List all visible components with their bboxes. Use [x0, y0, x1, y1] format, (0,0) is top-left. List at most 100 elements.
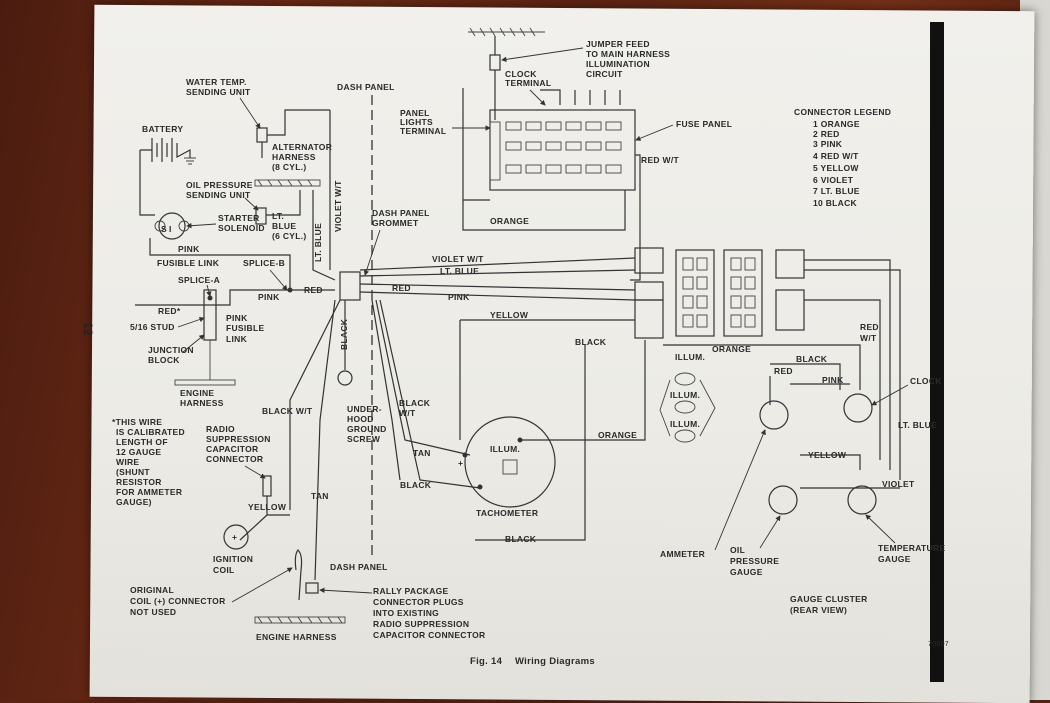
connector-pin	[730, 314, 742, 328]
tan-wire-vertical	[314, 299, 336, 581]
pink-mid-label: PINK	[258, 292, 280, 302]
tach-illum-label: ILLUM.	[490, 444, 520, 454]
oil-sender	[255, 207, 267, 225]
oil-sender-label-1: OIL PRESSURE	[186, 180, 253, 190]
engine-harness-bottom-hatch	[257, 616, 343, 624]
engine-vertical-wires	[312, 110, 336, 281]
clock-label: CLOCK	[910, 376, 942, 386]
note-line-8: FOR AMMETER	[116, 487, 182, 497]
grommet-pointer	[363, 229, 381, 276]
solenoid-i-label: I	[169, 224, 172, 234]
connector-block-a	[675, 249, 715, 337]
note-line-6: (SHUNT	[116, 467, 150, 477]
fusible-link-label: FUSIBLE LINK	[157, 258, 220, 268]
battery-cable	[139, 150, 155, 216]
connector-block-b	[723, 249, 763, 337]
red-star-label: RED*	[158, 306, 181, 316]
ltblue-vertical-label: LT. BLUE	[313, 223, 323, 262]
clock-gauge	[843, 393, 873, 423]
alternator-harness-hatch	[257, 179, 313, 187]
splice-a-label: SPLICE-A	[178, 275, 220, 285]
black-right-label: BLACK	[575, 337, 607, 347]
legend-entry-3: 3 PINK	[813, 139, 843, 149]
stud-label: 5/16 STUD	[130, 322, 175, 332]
battery-ground-symbol	[184, 157, 196, 165]
violet-cluster-label: VIOLET	[882, 479, 915, 489]
gauge-cluster-label-1: GAUGE CLUSTER	[790, 594, 868, 604]
ltblue-wire	[359, 269, 636, 277]
red-wt-cluster-label-2: W/T	[860, 333, 877, 343]
fuse-panel-pointer	[635, 124, 674, 141]
under-hood-label-2: HOOD	[347, 414, 374, 424]
jumper-connector	[489, 54, 501, 71]
red-wt-fuse-label: RED W/T	[641, 155, 679, 165]
engine-harness-bar	[174, 379, 236, 386]
splice-b-dot	[287, 287, 293, 293]
connector-pin	[682, 257, 694, 271]
black-bottom-label: BLACK	[505, 534, 537, 544]
legend-entry-8: 10 BLACK	[813, 198, 858, 208]
black-wt-wire	[289, 299, 341, 510]
rally-label-2: CONNECTOR PLUGS	[373, 597, 464, 607]
radio-label-1: RADIO	[206, 424, 235, 434]
page-number: 12	[81, 322, 95, 336]
water-temp-sender	[256, 127, 268, 143]
rally-pointer	[319, 587, 373, 594]
oil-gauge-pointer	[759, 515, 781, 549]
pink-cluster-label: PINK	[822, 375, 844, 385]
tach-bulb	[502, 459, 518, 475]
connector-pin	[730, 295, 742, 309]
black-wire-diag	[371, 299, 401, 481]
water-temp-wire	[267, 109, 330, 136]
legend-entry-2: 2 RED	[813, 129, 840, 139]
original-pointer	[231, 567, 293, 603]
jumper-hatch	[469, 27, 536, 37]
engine-harness-label-1: ENGINE	[180, 388, 214, 398]
radio-label-3: CAPACITOR	[206, 444, 258, 454]
fuse-15	[545, 164, 562, 174]
splice-a-dot	[207, 295, 213, 301]
connector-pin	[696, 257, 708, 271]
fuse-14	[525, 164, 542, 174]
red-cluster-label: RED	[774, 366, 793, 376]
under-hood-label-1: UNDER-	[347, 404, 382, 414]
illum-links	[659, 379, 716, 437]
tach-pin-3	[517, 437, 523, 443]
ignition-coil	[223, 524, 249, 550]
connector-right-top	[775, 249, 805, 279]
illum-bulb-3	[674, 429, 696, 443]
battery-label: BATTERY	[142, 124, 183, 134]
jumper-label-2: TO MAIN HARNESS	[586, 49, 670, 59]
ignition-label-1: IGNITION	[213, 554, 253, 564]
pink-fusible-label-2: FUSIBLE	[226, 323, 264, 333]
original-label-1: ORIGINAL	[130, 585, 174, 595]
connector-pin	[682, 314, 694, 328]
fuse-1	[505, 121, 522, 131]
water-temp-label-2: SENDING UNIT	[186, 87, 251, 97]
note-line-7: RESISTOR	[116, 477, 162, 487]
orange-top-wire	[462, 190, 626, 231]
rally-connector	[305, 582, 319, 594]
temperature-gauge	[847, 485, 877, 515]
legend-entry-4: 4 RED W/T	[813, 151, 859, 161]
legend-entry-5: 5 YELLOW	[813, 163, 859, 173]
tan-v-label: TAN	[311, 491, 329, 501]
fuse-panel-terminals	[540, 89, 621, 105]
orange-cluster-wire	[663, 344, 861, 390]
red-h-label: RED	[392, 283, 411, 293]
dash-panel-top-label: DASH PANEL	[337, 82, 395, 92]
red-wt-cluster-label-1: RED	[860, 322, 879, 332]
black-tach-label: BLACK	[400, 480, 432, 490]
jumper-pointer	[501, 47, 584, 63]
clock-terminal-label-1: CLOCK	[505, 69, 537, 79]
black-cluster-wire	[770, 363, 841, 390]
figure-number: Fig. 14	[470, 656, 503, 667]
starter-solenoid	[158, 212, 186, 240]
tach-pin-2	[477, 484, 483, 490]
violet-wt-label: VIOLET W/T	[432, 254, 484, 264]
radio-capacitor	[262, 475, 272, 497]
gauge-cluster-label-2: (REAR VIEW)	[790, 605, 847, 615]
note-line-1: *THIS WIRE	[112, 417, 162, 427]
rally-label-5: CAPACITOR CONNECTOR	[373, 630, 485, 640]
oil-gauge-label-2: PRESSURE	[730, 556, 779, 566]
